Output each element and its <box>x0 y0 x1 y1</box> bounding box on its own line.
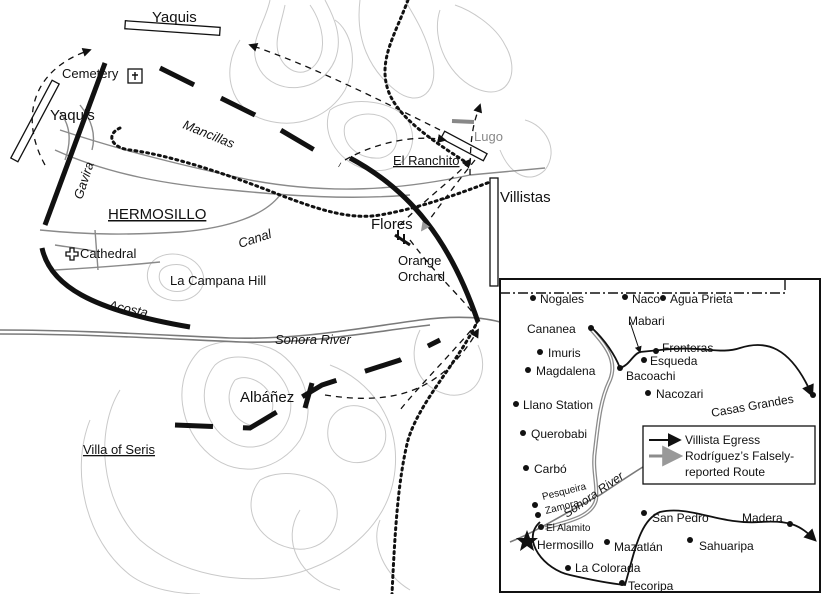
cathedral-icon <box>65 247 79 261</box>
topographic-contours <box>80 0 552 594</box>
villistas-label: Villistas <box>500 189 551 206</box>
villista-arc <box>348 155 481 323</box>
rodriguez-route <box>544 326 615 530</box>
yaquis-left-bar <box>9 79 61 163</box>
sonora-river-bank <box>0 324 431 344</box>
railway <box>110 0 492 594</box>
orange-orchard-label-2: Orchard <box>398 269 445 284</box>
canal-label: Canal <box>236 226 274 251</box>
acosta-label: Acosta <box>106 297 149 320</box>
lugo-label: Lugo <box>474 129 503 144</box>
legend-rodriguez-route-1: Rodríguez’s Falsely- <box>685 449 794 463</box>
town-sahuaripa: Sahuaripa <box>699 539 754 553</box>
town-llano-station: Llano Station <box>523 398 593 412</box>
mancillas-line <box>158 65 342 168</box>
town-agua-prieta: Agua Prieta <box>670 292 733 306</box>
orange-orchard-label-1: Orange <box>398 253 441 268</box>
flores-label: Flores <box>371 216 413 233</box>
town-imuris: Imuris <box>548 346 581 360</box>
legend: Villista Egress Rodríguez’s Falsely- rep… <box>642 425 816 485</box>
villistas-bar <box>489 177 499 287</box>
legend-rodriguez-route-2: reported Route <box>685 465 765 479</box>
town-esqueda: Esqueda <box>650 354 698 368</box>
yaquis-top-bar <box>124 20 221 37</box>
inset-map: Nogales Naco Agua Prieta Mabari Cananea … <box>499 278 821 593</box>
yaquis-top-label: Yaquis <box>152 9 197 26</box>
town-el-alamito: El Alamito <box>546 523 591 534</box>
sonora-river-label: Sonora River <box>275 332 352 347</box>
town-carbo: Carbó <box>534 462 567 476</box>
gavira-line <box>42 62 108 226</box>
town-mabari: Mabari <box>628 314 665 328</box>
town-nacozari: Nacozari <box>656 387 703 401</box>
legend-villista-egress: Villista Egress <box>685 433 760 447</box>
town-naco: Naco <box>632 292 660 306</box>
albanez-line <box>174 337 442 431</box>
defense-lines <box>39 62 481 431</box>
town-la-colorada: La Colorada <box>575 561 641 575</box>
town-madera: Madera <box>742 511 783 525</box>
sonora-river <box>0 316 501 340</box>
albanez-label: Albáñez <box>240 389 294 406</box>
town-magdalena: Magdalena <box>536 364 596 378</box>
acosta-line <box>39 247 191 330</box>
movement-arrows <box>31 42 483 411</box>
cemetery-icon <box>127 68 143 84</box>
albanez-segment <box>302 382 315 409</box>
town-querobabi: Querobabi <box>531 427 587 441</box>
gavira-label: Gavira <box>71 160 97 201</box>
cathedral-label: Cathedral <box>80 246 136 261</box>
cemetery-label: Cemetery <box>62 66 119 81</box>
town-cananea: Cananea <box>527 322 576 336</box>
town-fronteras: Fronteras <box>662 341 713 355</box>
town-bacoachi: Bacoachi <box>626 369 675 383</box>
el-ranchito-label: El Ranchito <box>393 153 459 168</box>
villa-of-seris-label: Villa of Seris <box>83 442 156 457</box>
hermosillo-label: HERMOSILLO <box>108 206 206 223</box>
hermosillo-star-icon <box>516 530 538 551</box>
town-mazatlan: Mazatlán <box>614 540 663 554</box>
villista-egress-route <box>532 327 817 586</box>
yaquis-left-label: Yaquis <box>50 107 95 124</box>
town-tecoripa: Tecoripa <box>628 579 674 593</box>
town-hermosillo: Hermosillo <box>537 538 594 552</box>
mancillas-label: Mancillas <box>181 117 237 151</box>
la-campana-hill-label: La Campana Hill <box>170 273 266 288</box>
town-san-pedro: San Pedro <box>652 511 709 525</box>
town-nogales: Nogales <box>540 292 584 306</box>
lugo-bar <box>451 119 475 124</box>
